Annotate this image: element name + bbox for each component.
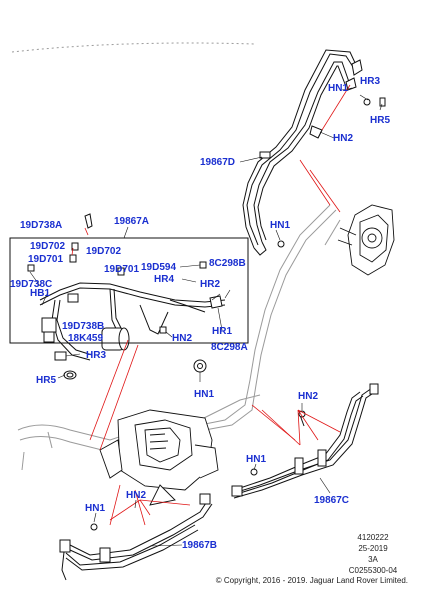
- hvac-unit: [99, 409, 219, 506]
- callout-HB1: HB1: [30, 288, 51, 299]
- callout-HR5-top: HR5: [370, 115, 391, 126]
- callout-HN2-bottom: HN2: [126, 490, 147, 501]
- pipe-19867A: [27, 213, 226, 380]
- callout-19867C: 19867C: [314, 495, 350, 506]
- pointer-lines: [29, 87, 383, 547]
- callout-HN1-bottom: HN1: [85, 503, 106, 514]
- callout-HN2-group: HN2: [172, 333, 193, 344]
- compressor: [337, 204, 395, 276]
- callout-HR5-group: HR5: [36, 375, 57, 386]
- callout-19D702-right: 19D702: [86, 246, 122, 257]
- callout-19867B: 19867B: [182, 540, 218, 551]
- callout-HN2-top: HN2: [333, 133, 354, 144]
- callout-19D738A: 19D738A: [20, 220, 63, 231]
- callout-19D594: 19D594: [141, 262, 177, 273]
- callout-HR3-top: HR3: [360, 76, 381, 87]
- callout-HN1-lower-right: HN1: [246, 454, 267, 465]
- pipe-19867D: [242, 49, 363, 256]
- leader-lines: [71, 84, 351, 526]
- callout-HN1-mid: HN1: [270, 220, 291, 231]
- copyright: © Copyright, 2016 - 2019. Jaguar Land Ro…: [215, 576, 408, 585]
- callout-19867D: 19867D: [200, 157, 236, 168]
- callout-19867A: 19867A: [114, 216, 150, 227]
- pipe-19867C: [231, 383, 379, 499]
- callout-HR3-group: HR3: [86, 350, 107, 361]
- callout-HR4: HR4: [154, 274, 175, 285]
- callout-8C298B: 8C298B: [209, 258, 246, 269]
- ref-number: 4120222: [357, 533, 389, 542]
- image-code: C0255300-04: [348, 566, 398, 575]
- fasteners: [250, 97, 386, 476]
- pipe-19867B: [59, 493, 213, 581]
- callout-HR1: HR1: [212, 326, 233, 337]
- callout-19D701-left: 19D701: [28, 254, 64, 265]
- callout-HN1-group: HN1: [194, 389, 215, 400]
- callout-HN1-top: HN1: [328, 83, 349, 94]
- callout-HR2: HR2: [200, 279, 221, 290]
- callout-18K459: 18K459: [68, 333, 104, 344]
- callout-19D701-right: 19D701: [104, 264, 140, 275]
- callout-19D738B: 19D738B: [62, 321, 105, 332]
- date-code: 25-2019: [358, 544, 388, 553]
- callout-8C298A: 8C298A: [211, 342, 248, 353]
- revision: 3A: [368, 555, 378, 564]
- callout-19D702-left: 19D702: [30, 241, 66, 252]
- ghost-outline: [11, 42, 341, 471]
- callout-HN2-lower-right: HN2: [298, 391, 319, 402]
- group-box-19867A: [9, 237, 249, 344]
- callout-19D738C: 19D738C: [10, 279, 53, 290]
